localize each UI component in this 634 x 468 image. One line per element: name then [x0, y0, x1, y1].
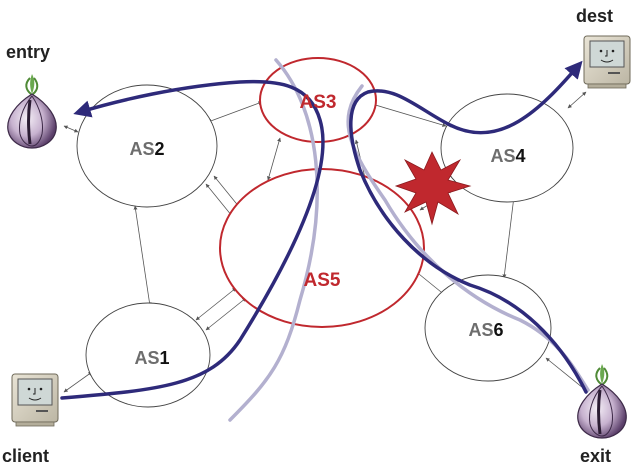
as3-num: 3	[326, 92, 337, 113]
as4-node	[440, 93, 574, 203]
link-as1-as5-a	[195, 287, 237, 321]
as1-prefix: AS	[134, 348, 159, 368]
as2-num: 2	[155, 139, 165, 159]
as4-prefix: AS	[490, 146, 515, 166]
link-as2-as5-a	[205, 183, 233, 217]
client-label: client	[2, 446, 49, 466]
tor-onion-icon	[577, 364, 627, 439]
link-as1-as5-b	[205, 297, 247, 331]
as3-label: AS3	[300, 92, 337, 113]
as5-num: 5	[330, 270, 341, 291]
computer-icon	[11, 373, 59, 427]
link-as6-exit	[545, 357, 589, 393]
as4-label: AS4	[490, 146, 525, 166]
forward-path-exit-dest	[349, 60, 588, 394]
as5-label: AS5	[304, 270, 341, 291]
link-as4-as6	[502, 187, 517, 279]
as6-prefix: AS	[468, 320, 493, 340]
link-as3-as5-a	[267, 137, 281, 181]
forward-path-client-entry	[60, 79, 325, 400]
computer-icon	[583, 35, 631, 89]
link-as4-dest	[567, 91, 587, 109]
entry-label: entry	[6, 42, 50, 62]
as5-node	[219, 168, 425, 328]
as5-prefix: AS	[304, 270, 330, 291]
as6-node	[424, 274, 552, 382]
tor-onion-icon	[7, 74, 57, 149]
link-as5-as6	[413, 269, 447, 297]
exit-label: exit	[580, 446, 611, 466]
link-as1-client	[63, 371, 93, 393]
as3-prefix: AS	[300, 92, 326, 113]
as2-label: AS2	[129, 139, 164, 159]
as1-num: 1	[160, 348, 170, 368]
explosion-star-icon	[394, 151, 472, 226]
as6-num: 6	[494, 320, 504, 340]
as2-prefix: AS	[129, 139, 154, 159]
link-as2-as1	[133, 205, 152, 307]
link-as2-as5-b	[213, 175, 241, 209]
return-path	[228, 58, 319, 422]
as2-node	[76, 84, 218, 208]
as1-label: AS1	[134, 348, 169, 368]
link-as2-as3	[207, 101, 263, 123]
as4-num: 4	[516, 146, 526, 166]
link-as3-as4	[371, 103, 447, 127]
as6-label: AS6	[468, 320, 503, 340]
link-as2-entry	[63, 125, 79, 133]
dest-label: dest	[576, 6, 613, 26]
